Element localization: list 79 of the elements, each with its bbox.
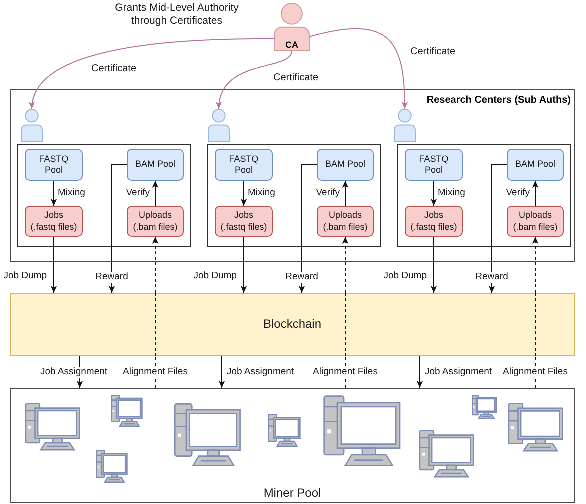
process-box [25, 149, 83, 181]
process-box [127, 149, 184, 181]
arrow [152, 180, 159, 206]
arrow [216, 50, 292, 110]
node-caption: Grants Mid-Level Authority through Certificates [114, 2, 240, 28]
dashed-arrow [342, 236, 349, 294]
box-label: Uploads (.bam files) [513, 210, 558, 233]
edge-label: Alignment Files [122, 368, 189, 378]
person-icon [208, 109, 230, 142]
person-label: CA [286, 40, 298, 50]
arrow [532, 180, 539, 206]
process-box [215, 206, 273, 237]
group-frame [397, 144, 571, 247]
edge-label: Mixing [437, 188, 466, 200]
box-label: Jobs (.fastq files) [220, 210, 268, 233]
arrow [416, 356, 424, 388]
layer-band [10, 293, 575, 356]
arrow [298, 164, 318, 294]
dashed-arrow [532, 236, 539, 294]
arrow [240, 180, 248, 206]
arrow [50, 180, 58, 206]
process-box [317, 206, 374, 237]
group-heading: Research Centers (Sub Auths) [426, 95, 571, 107]
arrow [30, 38, 276, 110]
arrow [218, 356, 226, 388]
box-label: BAM Pool [515, 159, 556, 171]
arrow [488, 164, 508, 294]
box-label: Uploads (.bam files) [323, 210, 368, 233]
person-icon [21, 109, 43, 142]
edge-label: Job Assignment [226, 368, 296, 378]
box-label: FASTQ Pool [229, 154, 259, 176]
process-box [405, 206, 463, 237]
arrow [430, 180, 438, 206]
edge-label: Job Assignment [424, 368, 494, 378]
edge-label: Reward [474, 272, 510, 284]
box-label: FASTQ Pool [419, 154, 449, 176]
arrow [308, 28, 408, 110]
edge-label: Verify [125, 188, 151, 200]
arrow [240, 236, 248, 294]
edge-label: Mixing [57, 188, 86, 200]
process-box [25, 206, 83, 237]
group-frame [10, 89, 575, 262]
edge-label: Job Assignment [39, 368, 109, 378]
edge-label: Certificate [410, 46, 456, 58]
box-label: FASTQ Pool [39, 154, 69, 176]
edge-label: Alignment Files [502, 368, 569, 378]
person-icon [394, 109, 416, 142]
edge-label: Reward [284, 272, 320, 284]
process-box [405, 149, 463, 181]
arrow [342, 180, 349, 206]
group-frame [10, 388, 575, 503]
group-frame [207, 144, 381, 247]
box-label: BAM Pool [135, 159, 176, 171]
edge-label: Job Dump [2, 272, 48, 282]
edge-label: Alignment Files [312, 368, 379, 378]
box-label: Jobs (.fastq files) [410, 210, 458, 233]
process-box [127, 206, 184, 237]
group-label: Miner Pool [264, 486, 322, 500]
edge-label: Job Dump [192, 272, 238, 282]
arrow [50, 236, 58, 294]
process-box [317, 149, 374, 181]
arrow [430, 236, 438, 294]
edge-label: Certificate [90, 63, 138, 75]
box-label: Jobs (.fastq files) [30, 210, 78, 233]
edge-label: Mixing [247, 188, 276, 200]
edge-label: Job Dump [382, 272, 428, 282]
dashed-arrow [152, 236, 159, 294]
group-frame [17, 144, 191, 247]
process-box [507, 206, 564, 237]
box-label: Blockchain [263, 317, 322, 332]
edge-label: Reward [94, 272, 130, 284]
box-label: BAM Pool [325, 159, 366, 171]
edge-label: Certificate [272, 72, 320, 84]
process-box [507, 149, 564, 181]
edge-label: Verify [315, 188, 341, 200]
edge-label: Verify [505, 188, 531, 200]
arrow [108, 164, 128, 294]
process-box [215, 149, 273, 181]
box-label: Uploads (.bam files) [133, 210, 178, 233]
